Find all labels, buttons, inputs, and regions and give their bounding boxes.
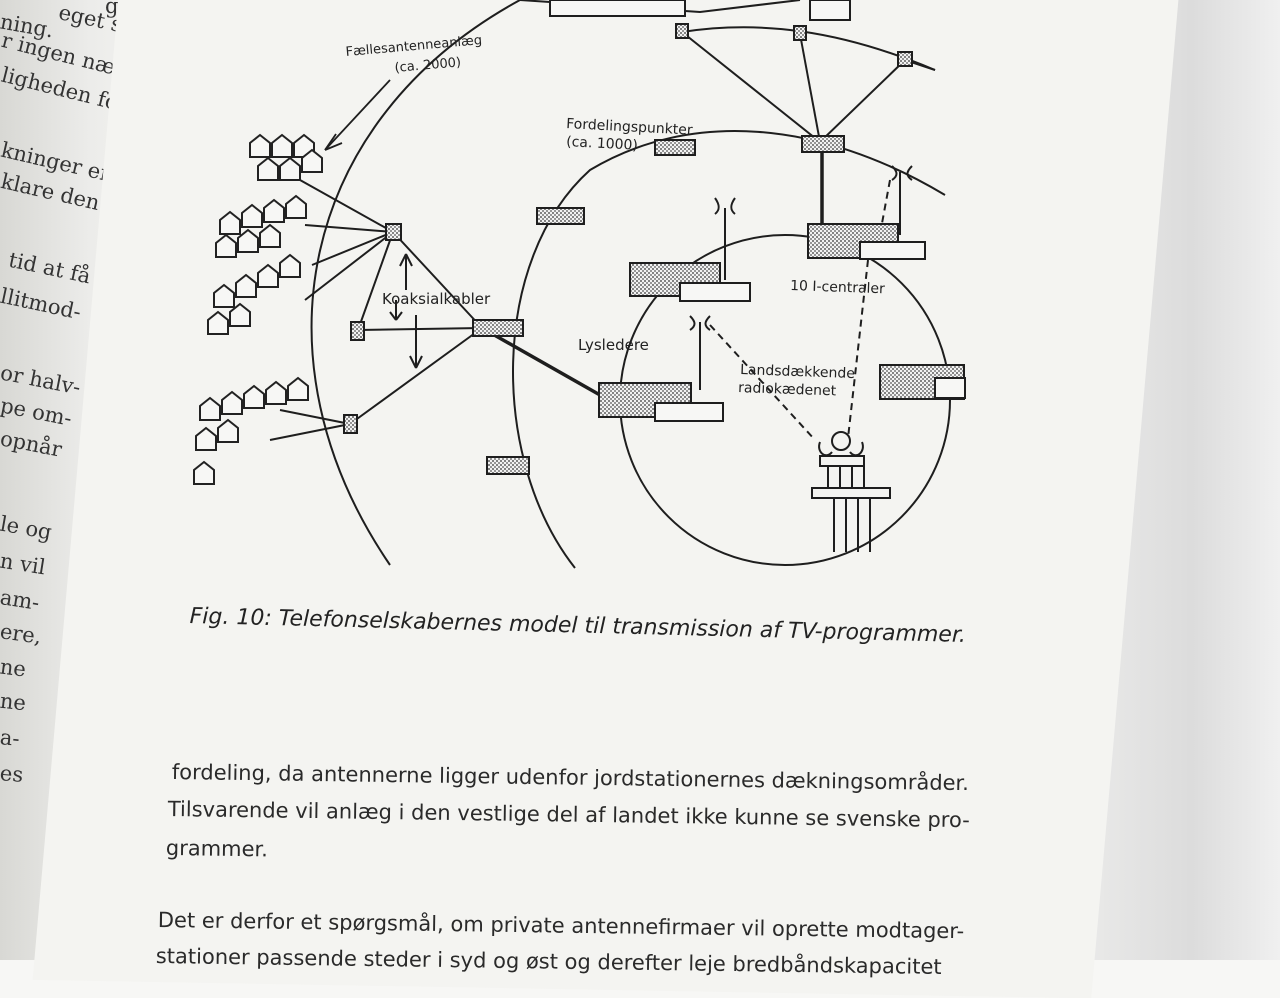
body-line: grammer. [165,836,269,862]
house-cluster-3 [207,254,301,335]
outer-ring [310,0,521,566]
label-fordeling: Fordelingspunkter [566,116,693,139]
house-cluster-top [249,134,323,181]
house-cluster-4 [193,377,309,485]
house-cluster-2 [215,195,307,258]
network-diagram: Fællesantenneanlæg (ca. 2000) Fordelings… [193,0,966,569]
label-radio1: Landsdækkende [740,362,855,382]
label-koaksial: Koaksialkabler [382,290,491,308]
label-fordeling-year: (ca. 1000) [566,134,638,154]
label-radio2: radiokædenet [738,380,837,399]
label-centraler: 10 I-centraler [790,278,885,297]
label-faelles-year: (ca. 2000) [394,55,462,76]
label-lysledere: Lysledere [578,336,649,354]
label-faelles: Fællesantenneanlæg [345,33,483,60]
